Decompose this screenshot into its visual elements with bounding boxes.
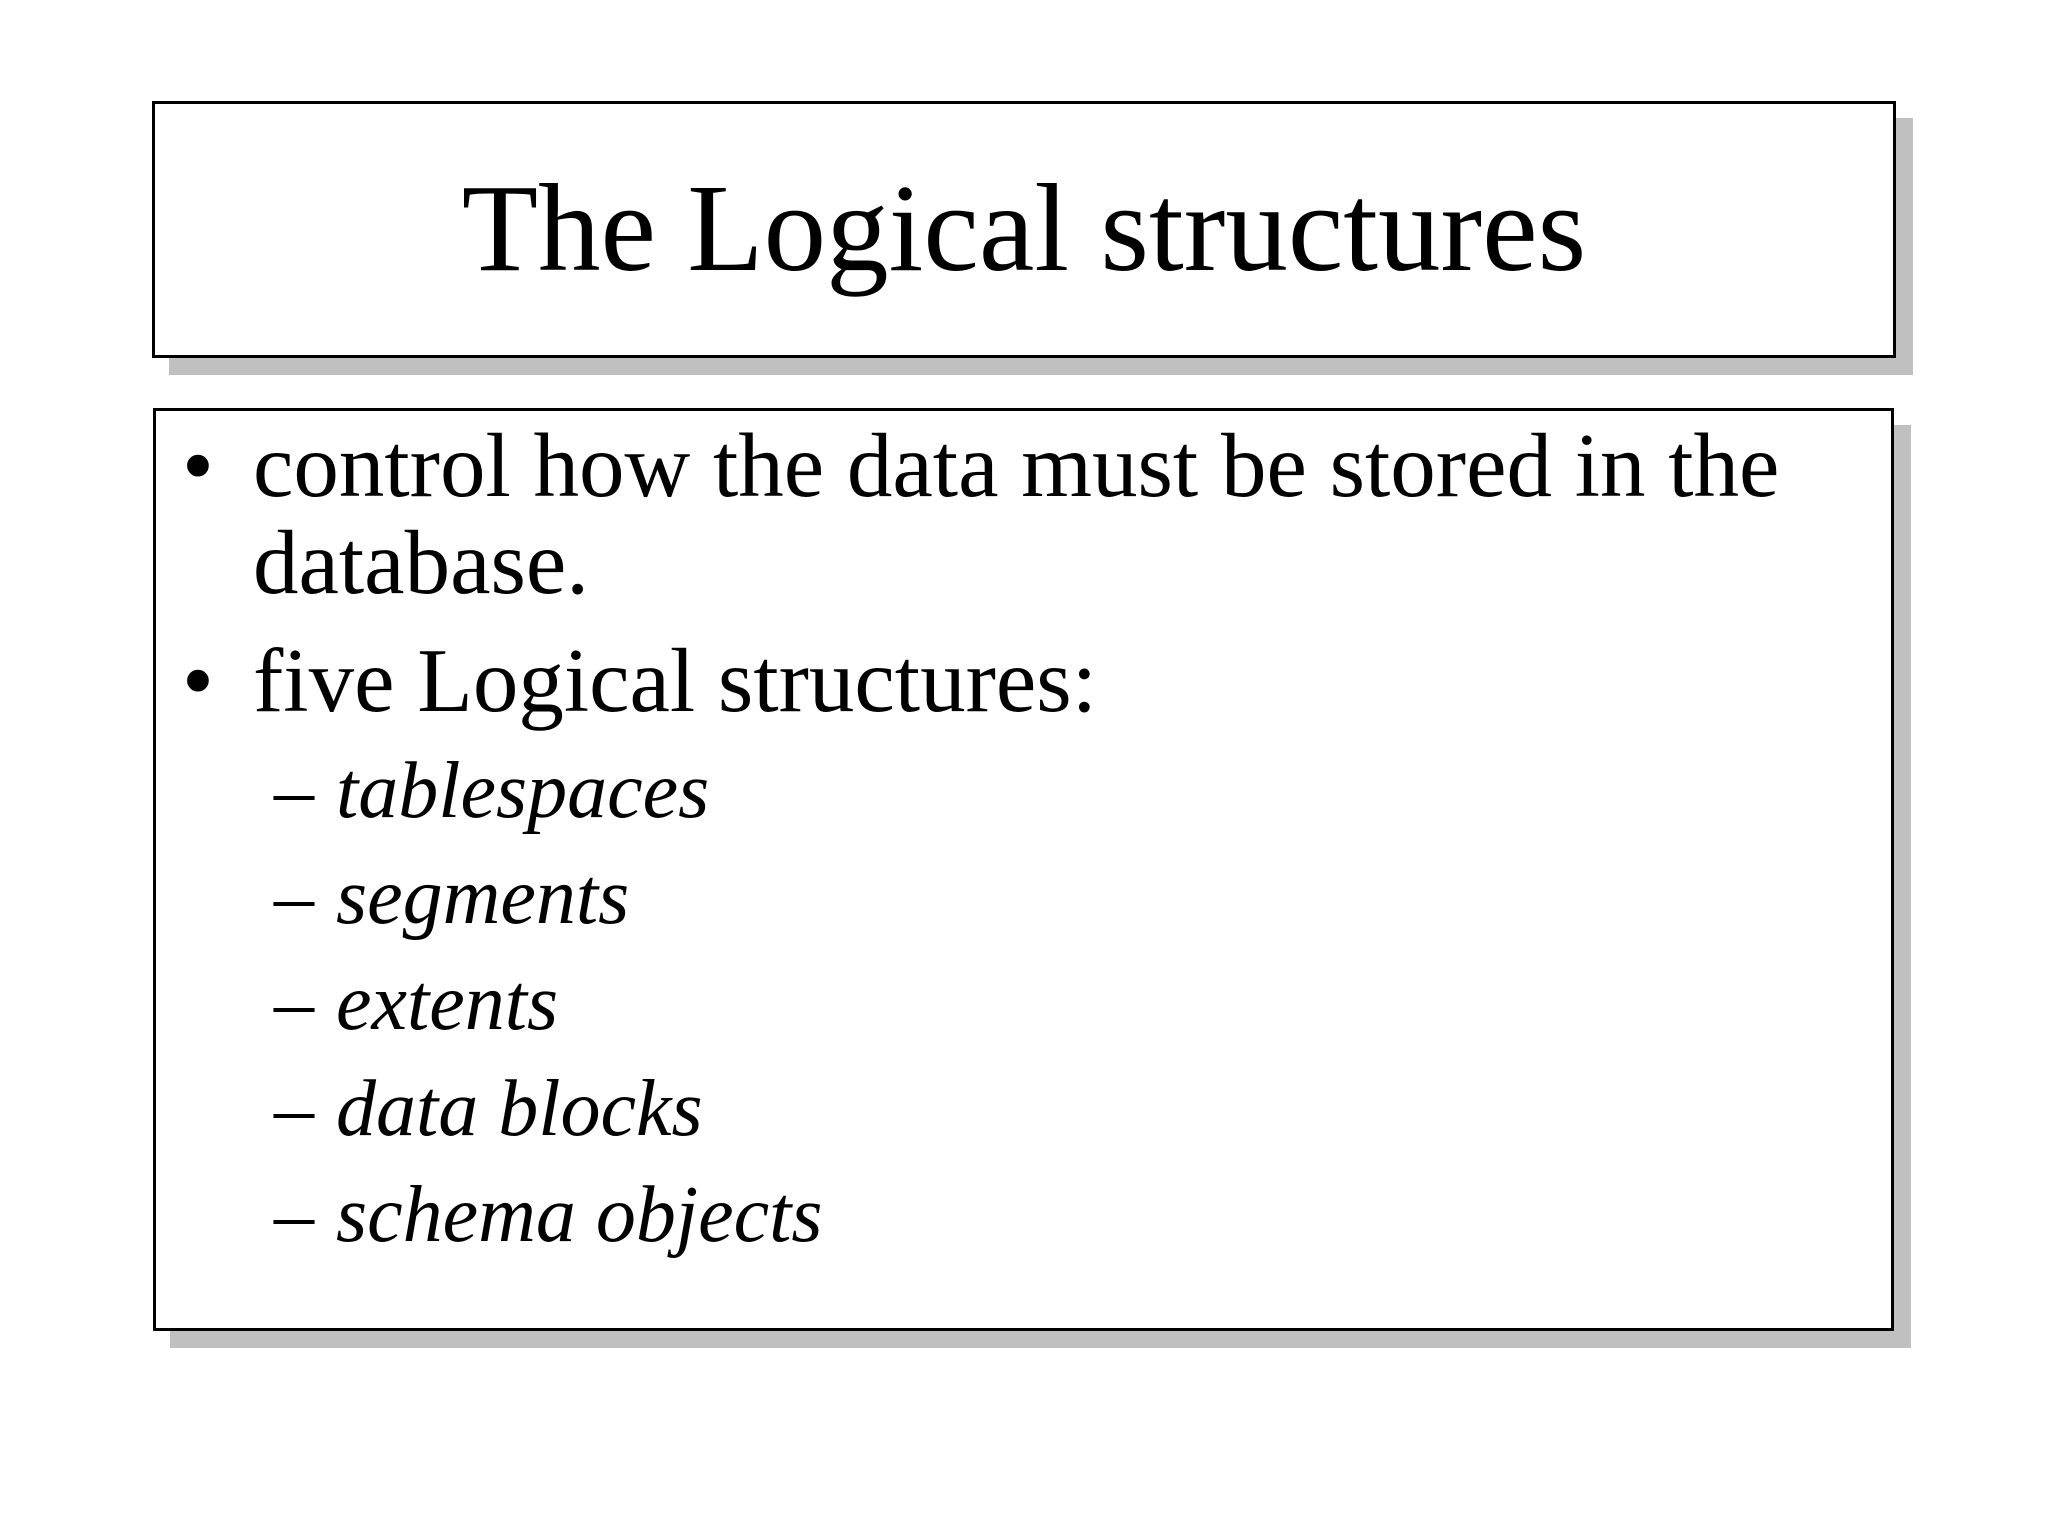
dash-icon: – [274,747,314,835]
sub-item-text: tablespaces [336,747,710,835]
bullet-text: five Logical structures: [253,630,1097,731]
sub-item-tablespaces: – tablespaces [156,738,1853,844]
sub-item-text: schema objects [336,1171,823,1259]
dash-icon: – [274,959,314,1047]
sub-item-extents: – extents [156,950,1853,1056]
dash-icon: – [274,1171,314,1259]
bullet-dot-icon: • [182,415,214,516]
sub-item-data-blocks: – data blocks [156,1056,1853,1162]
title-box: The Logical structures [152,101,1896,358]
dash-icon: – [274,1065,314,1153]
bullet-dot-icon: • [182,630,214,731]
sub-item-schema-objects: – schema objects [156,1162,1853,1268]
sub-item-text: segments [336,853,630,941]
sub-item-segments: – segments [156,844,1853,950]
bullet-item-control: • control how the data must be stored in… [156,417,1853,611]
bullet-text: control how the data must be stored in t… [253,415,1780,613]
sub-item-text: extents [336,959,559,1047]
dash-icon: – [274,853,314,941]
sub-item-text: data blocks [336,1065,703,1153]
body-box: • control how the data must be stored in… [153,408,1894,1331]
slide-title: The Logical structures [461,160,1587,298]
bullet-item-five-structures: • five Logical structures: [156,632,1853,729]
bullet-list: • control how the data must be stored in… [156,411,1853,1268]
